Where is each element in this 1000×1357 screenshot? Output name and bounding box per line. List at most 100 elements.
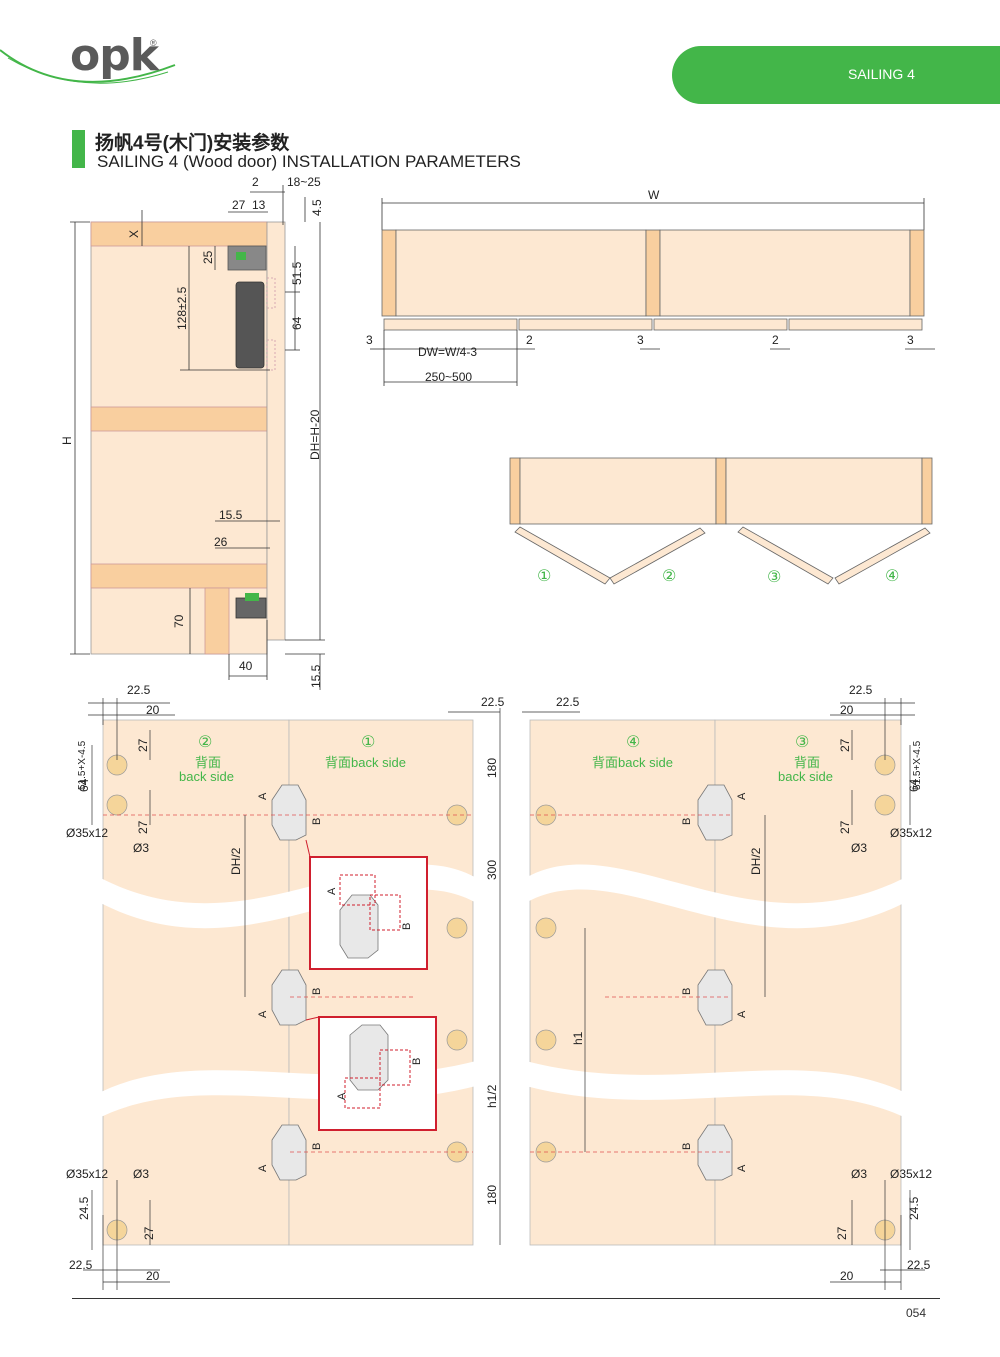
brand-logo: opk: [70, 30, 159, 81]
hinge-label-b-4: B: [681, 818, 693, 825]
page-number: 054: [906, 1306, 927, 1320]
dim-27-bottom-left: 27: [142, 1226, 156, 1240]
hinge-label-b-1: B: [311, 818, 323, 825]
dim-20-bottom-left: 20: [146, 1269, 160, 1283]
hinge-label-a-5: A: [736, 1010, 748, 1018]
panel-3-number: ③: [795, 734, 809, 751]
fold-label-1: ①: [537, 568, 551, 585]
dim-h: H: [60, 436, 74, 445]
dim-27-right-a: 27: [838, 738, 852, 752]
page-title-en: SAILING 4 (Wood door) INSTALLATION PARAM…: [97, 152, 521, 171]
dim-22-5-top-right: 22.5: [849, 683, 873, 697]
dim-70: 70: [172, 614, 186, 628]
dim-20-bottom-right: 20: [840, 1269, 854, 1283]
dim-51-5x-left: 51.5+X-4.5: [77, 740, 88, 790]
dim-22-5-top-left: 22.5: [127, 683, 151, 697]
panel-1-number: ①: [361, 734, 375, 751]
dim-hole-small-left: Ø3: [133, 841, 149, 855]
dim-27: 27: [232, 198, 246, 212]
panel-3-label-en: back side: [778, 769, 833, 784]
dim-13: 13: [252, 198, 266, 212]
panel-3-label-cn: 背面: [794, 755, 820, 770]
hinge-label-a-6: A: [736, 1164, 748, 1172]
fold-label-3: ③: [767, 569, 781, 586]
dim-24-5-right: 24.5: [907, 1196, 921, 1220]
hinge-label-b-5: B: [681, 988, 693, 995]
logo-swoosh: [0, 49, 176, 84]
dim-hole-big-right: Ø35x12: [890, 826, 932, 840]
detail-label-b-1: B: [401, 923, 413, 930]
dim-22-5-mid-right: 22.5: [556, 695, 580, 709]
dim-3-b: 3: [637, 333, 644, 347]
dim-15-5: 15.5: [219, 508, 243, 522]
dim-180-bottom: 180: [485, 1185, 499, 1205]
dim-24-5-left: 24.5: [77, 1196, 91, 1220]
dim-64-left: 64: [77, 778, 91, 792]
dim-h1-half: h1/2: [485, 1084, 499, 1108]
panel-2-label-en: back side: [179, 769, 234, 784]
dim-180-top: 180: [485, 758, 499, 778]
page-title-cn: 扬帆4号(木门)安装参数: [95, 133, 290, 154]
panel-4-label: 背面back side: [592, 755, 673, 770]
dim-22-5-mid-left: 22.5: [481, 695, 505, 709]
panel-2-label-cn: 背面: [195, 755, 221, 770]
dim-hole-small-bottom-left: Ø3: [133, 1167, 149, 1181]
hinge-label-a-1: A: [257, 792, 269, 800]
dim-26: 26: [214, 535, 228, 549]
dim-hole-small-bottom-right: Ø3: [851, 1167, 867, 1181]
detail-label-a-2: A: [336, 1092, 348, 1100]
hinge-label-b-2: B: [311, 988, 323, 995]
dim-22-5-bottom-left: 22.5: [69, 1258, 93, 1272]
dim-20-top-right: 20: [840, 703, 854, 717]
dim-w: W: [648, 188, 660, 202]
section-view-drawing: 2 18~25 27 13 4.5 X 25 51.5 128±2.5 64 H…: [60, 175, 325, 690]
dim-2-a: 2: [526, 333, 533, 347]
dim-300: 300: [485, 860, 499, 880]
dim-2: 2: [252, 175, 259, 189]
dim-27-left-b: 27: [136, 820, 150, 834]
dim-15-5-bottom: 15.5: [309, 664, 323, 688]
dim-40: 40: [239, 659, 253, 673]
fold-label-4: ④: [885, 568, 899, 585]
dim-hole-big-bottom-right: Ø35x12: [890, 1167, 932, 1181]
detail-label-b-2: B: [411, 1058, 423, 1065]
hinge-label-a-2: A: [257, 1010, 269, 1018]
dim-x: X: [127, 230, 141, 238]
dim-27-left-a: 27: [136, 738, 150, 752]
dim-4-5: 4.5: [310, 199, 324, 216]
footer-divider: [72, 1298, 940, 1299]
panel-2-number: ②: [198, 734, 212, 751]
dim-25: 25: [201, 250, 215, 264]
hinge-label-b-6: B: [681, 1143, 693, 1150]
dim-27-right-b: 27: [838, 820, 852, 834]
dim-3-a: 3: [366, 333, 373, 347]
hinge-label-a-3: A: [257, 1164, 269, 1172]
registered-mark: ®: [150, 38, 157, 48]
dim-250-500: 250~500: [425, 370, 472, 384]
dim-2-b: 2: [772, 333, 779, 347]
series-tab: [672, 46, 1000, 104]
panel-1-label: 背面back side: [325, 755, 406, 770]
dim-3-c: 3: [907, 333, 914, 347]
dim-hole-small-right: Ø3: [851, 841, 867, 855]
title-accent-bar: [72, 130, 85, 168]
dim-18-25: 18~25: [287, 175, 321, 189]
dim-64-right: 64: [907, 778, 921, 792]
panel-4-number: ④: [626, 734, 640, 751]
fold-label-2: ②: [662, 568, 676, 585]
dim-51-5: 51.5: [290, 261, 304, 285]
dim-51-5x-right: 51.5+X-4.5: [912, 740, 923, 790]
hinge-label-a-4: A: [736, 792, 748, 800]
dim-dh2-left: DH/2: [229, 847, 243, 875]
detail-label-a-1: A: [326, 887, 338, 895]
dim-dw: DW=W/4-3: [418, 345, 477, 359]
top-view-drawing: W 3 2 3 2 3 DW=W/4-3 250~500 ① ② ③ ④: [366, 188, 935, 586]
dim-hole-big-left: Ø35x12: [66, 826, 108, 840]
dim-22-5-bottom-right: 22.5: [907, 1258, 931, 1272]
hinge-label-b-3: B: [311, 1143, 323, 1150]
dim-64: 64: [290, 316, 304, 330]
dim-128: 128±2.5: [175, 286, 189, 330]
dim-hole-big-bottom-left: Ø35x12: [66, 1167, 108, 1181]
dim-dh: DH=H-20: [308, 409, 322, 460]
